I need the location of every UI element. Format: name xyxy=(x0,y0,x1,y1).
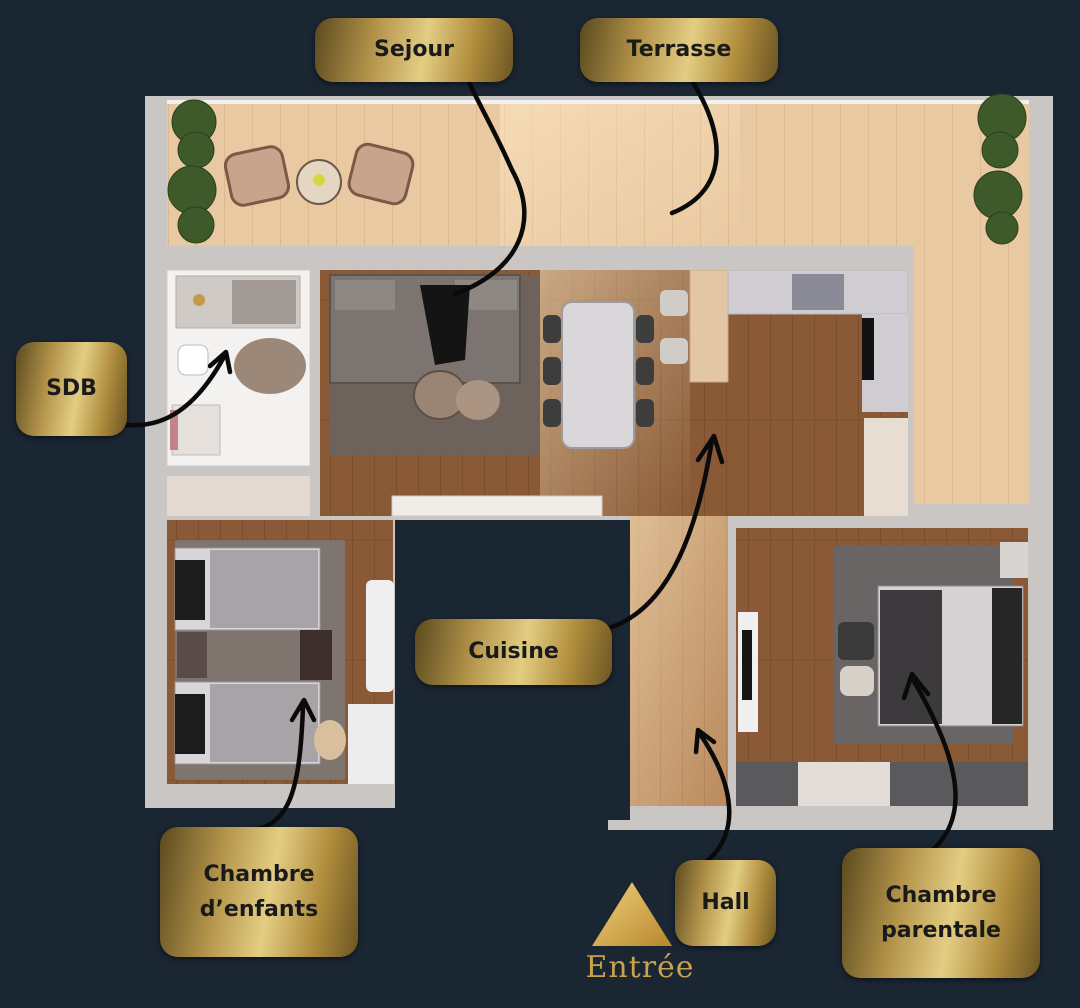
interior-walls xyxy=(167,246,1028,808)
arrow-hall xyxy=(697,731,732,869)
arrow-sejour xyxy=(452,57,527,297)
label-cuisine: Cuisine xyxy=(415,619,612,685)
terrace-chairs xyxy=(223,142,415,207)
label-chambre-parentale: Chambre parentale xyxy=(842,848,1040,978)
plant-icon xyxy=(167,93,1027,245)
corridor-cabinet xyxy=(167,476,310,516)
master-bedroom-area xyxy=(736,528,1028,806)
entrance-arrow-icon xyxy=(592,882,672,946)
label-hall: Hall xyxy=(675,860,776,946)
bathroom-area xyxy=(166,269,311,467)
entrance-label: Entrée xyxy=(585,950,695,985)
terrace-area xyxy=(167,100,1029,504)
living-kitchen-area xyxy=(320,269,909,517)
children-room-area xyxy=(167,518,394,784)
arrow-terrasse xyxy=(669,61,719,216)
label-chambre-enfants: Chambre d’enfants xyxy=(160,827,358,957)
label-terrasse: Terrasse xyxy=(580,18,778,82)
label-sdb: SDB xyxy=(16,342,127,436)
label-sejour: Sejour xyxy=(315,18,513,82)
